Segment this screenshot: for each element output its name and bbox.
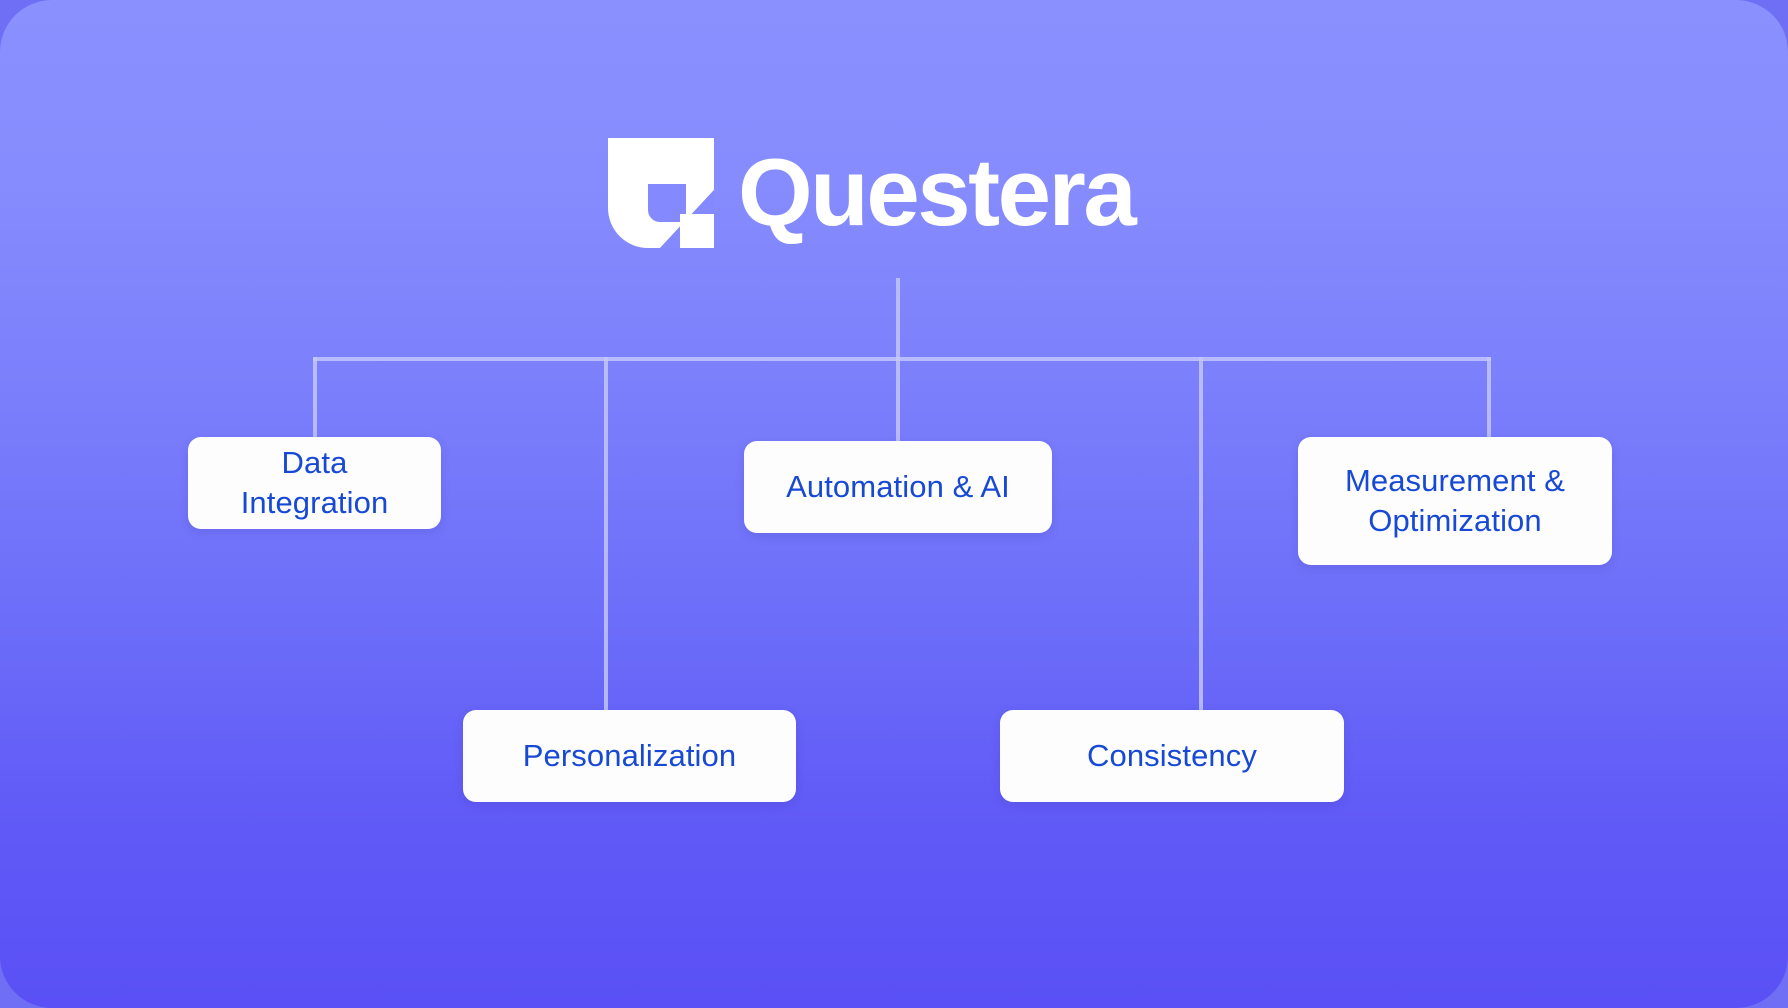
connector-drop-personalization xyxy=(604,357,608,710)
node-label: Consistency xyxy=(1087,738,1257,774)
connector-drop-automation-ai xyxy=(896,357,900,441)
brand-logo-lockup: Questera xyxy=(608,138,1137,248)
node-label: Measurement & Optimization xyxy=(1344,463,1566,538)
node-label: Automation & AI xyxy=(786,469,1010,505)
node-label: Data Integration xyxy=(240,445,389,520)
connector-drop-data-integration xyxy=(313,357,317,439)
connector-drop-consistency xyxy=(1199,357,1203,710)
node-personalization[interactable]: Personalization xyxy=(463,710,796,802)
node-measurement-and-optimization[interactable]: Measurement & Optimization xyxy=(1298,437,1612,565)
connector-horizontal-bus xyxy=(313,357,1491,361)
node-label: Personalization xyxy=(522,738,737,774)
brand-wordmark: Questera xyxy=(738,139,1137,246)
node-consistency[interactable]: Consistency xyxy=(1000,710,1344,802)
node-automation-and-ai[interactable]: Automation & AI xyxy=(744,441,1052,533)
questera-logo-mark-icon xyxy=(608,138,714,248)
connector-trunk-logo xyxy=(896,278,900,360)
connector-drop-measurement-optimization xyxy=(1487,357,1491,437)
node-data-integration[interactable]: Data Integration xyxy=(188,437,441,529)
